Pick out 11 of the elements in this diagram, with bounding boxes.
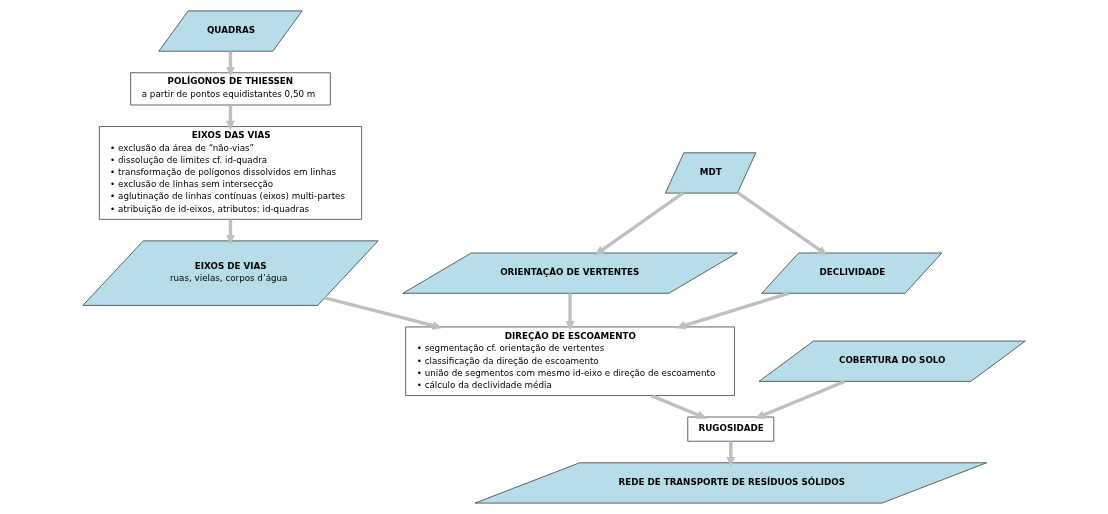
node-box: EIXOS DAS VIAS • exclusão da área de “não-vias” • dissolução de limites cf. id-quadra • transformação de polígonos dissolvidos em linhas • exclusão de linhas sem intersecção • aglutinação de linhas contínuas (eixos) multi-partes • atribuição de id-eixos, atributos: id-quadras <box>98 126 362 220</box>
node-box: POLÍGONOS DE THIESSEN a partir de pontos equidistantes 0,50 m <box>130 72 331 106</box>
node-box: RUGOSIDADE <box>687 416 775 442</box>
arrow <box>565 293 575 331</box>
arrow <box>754 379 846 419</box>
node-box: DIREÇÃO DE ESCOAMENTO • segmentação cf. orientação de vertentes • classificação da direção de escoamento • união de segmentos com mesmo id-eixo e direção de escoamento • cálculo da declividade média <box>405 326 735 396</box>
arrow <box>675 291 790 330</box>
arrow <box>594 191 684 256</box>
arrow <box>650 394 708 419</box>
arrow <box>736 191 828 256</box>
arrow <box>324 296 443 330</box>
